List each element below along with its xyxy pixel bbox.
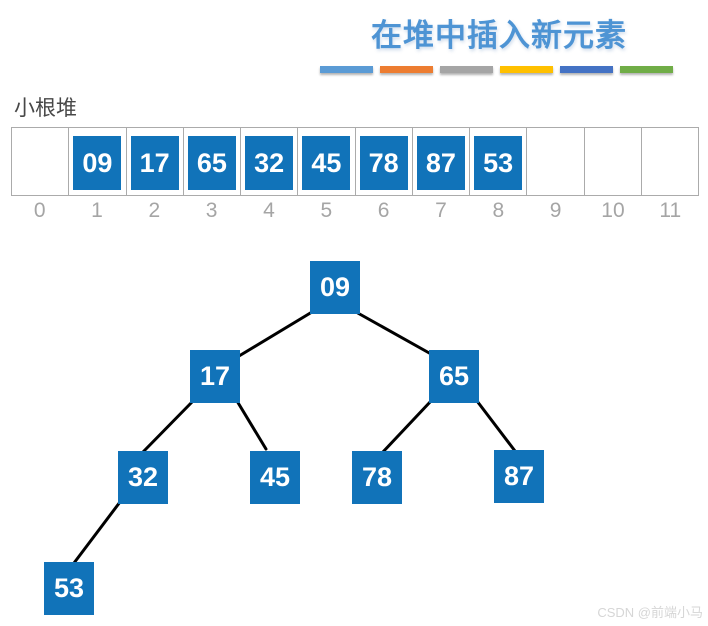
array-index: 1 (91, 199, 103, 222)
array-cell-8: 53 (470, 128, 528, 195)
array-cell-3: 65 (184, 128, 241, 195)
tree-node-09: 09 (310, 261, 360, 314)
divider-dash (440, 66, 493, 73)
tree-node-17: 17 (190, 350, 240, 403)
tree-node-87: 87 (494, 450, 544, 503)
divider-dash (380, 66, 433, 73)
array-cell-4: 32 (241, 128, 299, 195)
array-index: 5 (320, 199, 333, 222)
array-value-box: 65 (187, 136, 236, 190)
array-cell-5: 45 (298, 128, 356, 195)
tree-edge-32-53 (72, 500, 122, 565)
heap-type-label: 小根堆 (14, 97, 77, 120)
tree-edge-09-17 (237, 310, 314, 358)
tree-edge-17-32 (141, 399, 195, 454)
array-cell-2: 17 (127, 128, 184, 195)
array-index: 0 (33, 199, 46, 222)
array-index: 10 (601, 199, 625, 222)
array-index: 9 (549, 199, 562, 222)
array-index: 11 (659, 199, 682, 222)
array-value-box: 53 (474, 136, 523, 190)
array-cell-7: 87 (413, 128, 470, 195)
array-value-box: 45 (302, 136, 351, 190)
tree-node-65: 65 (429, 350, 479, 403)
array-value-box: 78 (359, 136, 408, 190)
watermark: CSDN @前端小马 (597, 605, 703, 620)
array-value-box: 32 (245, 136, 294, 190)
title-divider (320, 66, 673, 73)
heap-array: 09 17 65 32 45 78 87 53 (11, 127, 699, 196)
page-title: 在堆中插入新元素 (371, 18, 627, 53)
array-cell-6: 78 (356, 128, 413, 195)
tree-node-78: 78 (352, 451, 402, 504)
tree-edge-09-65 (354, 310, 433, 356)
array-value-box: 17 (130, 136, 179, 190)
array-value-box: 87 (416, 136, 465, 190)
divider-dash (620, 66, 673, 73)
tree-node-53: 53 (44, 562, 94, 615)
array-cell-0 (12, 128, 70, 195)
array-cell-10 (585, 128, 642, 195)
array-index: 7 (435, 199, 447, 222)
array-cell-11 (642, 128, 698, 195)
tree-node-45: 45 (250, 451, 300, 504)
array-index: 2 (148, 199, 161, 222)
array-cell-1: 09 (69, 128, 127, 195)
tree-edge-17-45 (235, 399, 268, 451)
tree-edge-65-78 (380, 399, 433, 455)
array-cell-9 (527, 128, 585, 195)
array-index: 8 (492, 199, 505, 222)
array-index: 3 (205, 199, 218, 222)
divider-dash (500, 66, 553, 73)
array-index: 4 (263, 199, 275, 222)
divider-dash (320, 66, 373, 73)
array-index-row: 0 1 2 3 4 5 6 7 8 9 10 11 (11, 199, 699, 223)
divider-dash (560, 66, 613, 73)
tree-edge-65-87 (475, 399, 517, 453)
tree-node-32: 32 (118, 451, 168, 504)
array-index: 6 (377, 199, 390, 222)
array-value-box: 09 (73, 136, 122, 190)
